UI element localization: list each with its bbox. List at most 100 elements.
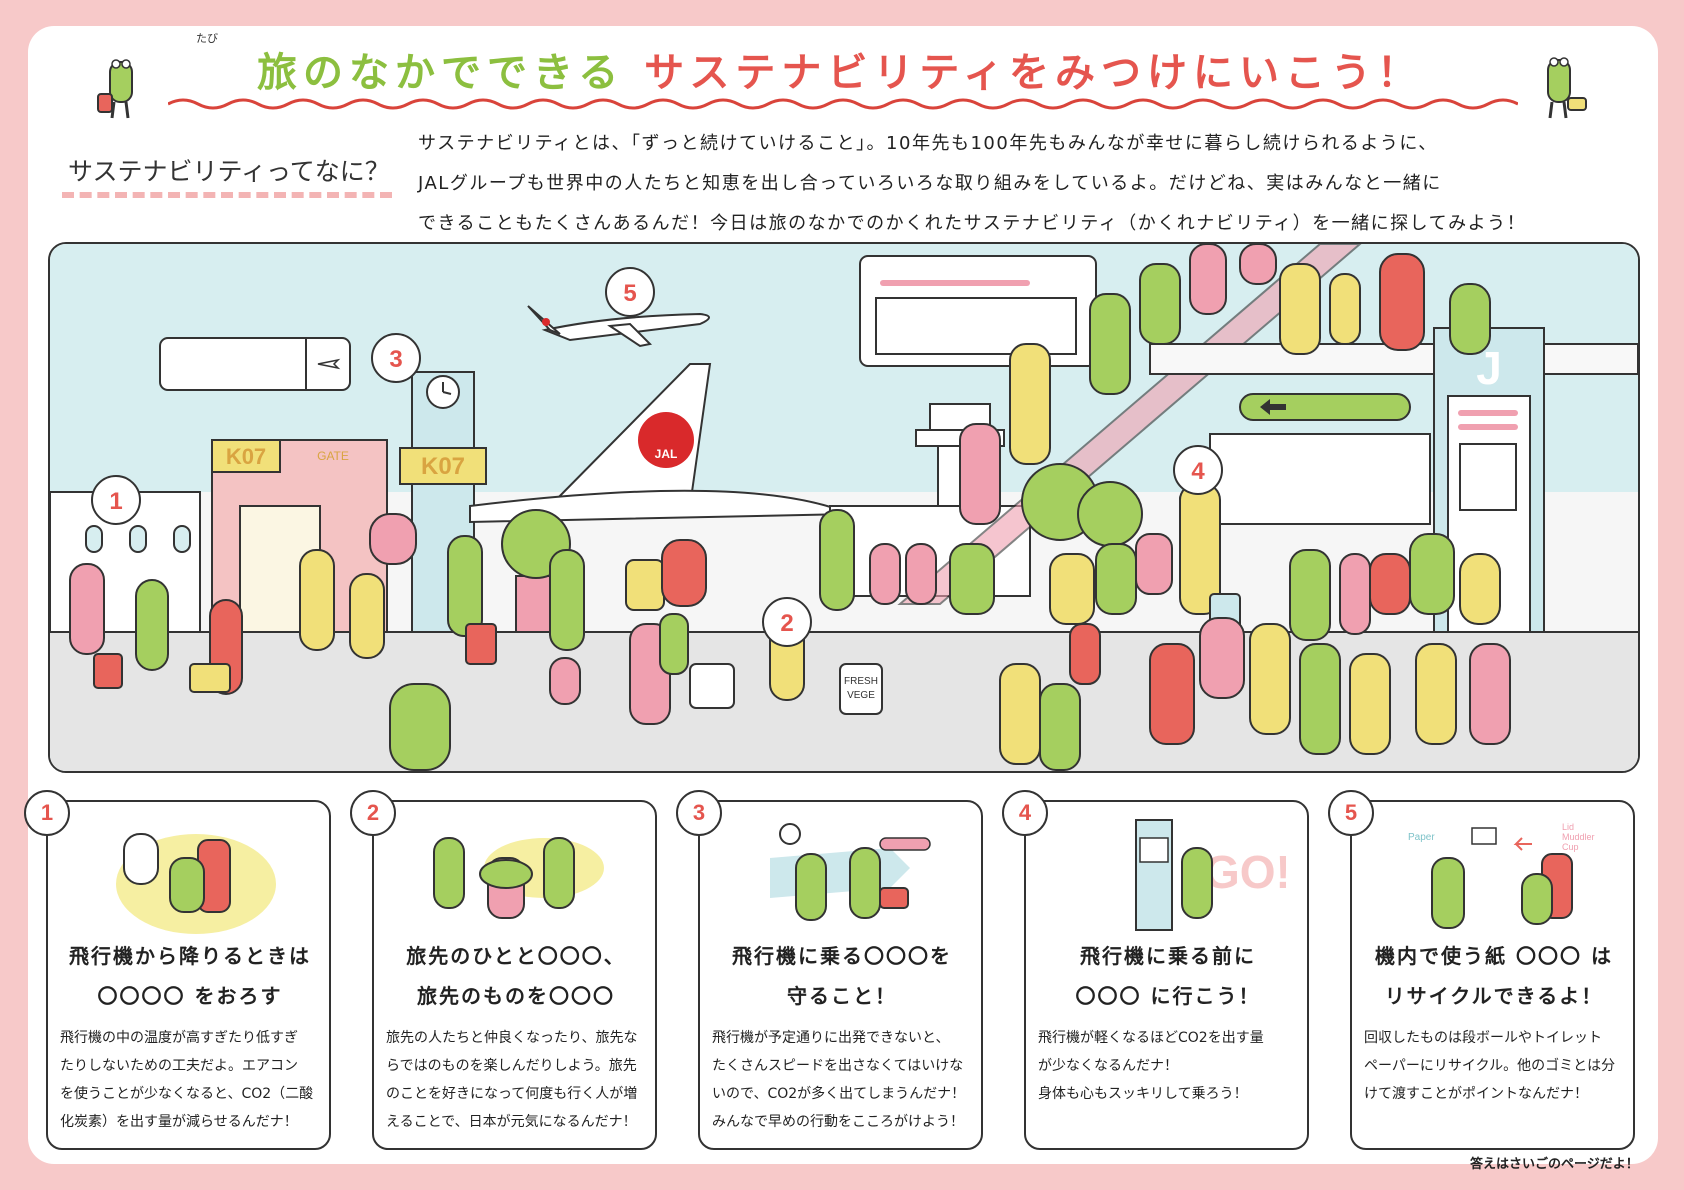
card-number-badge: 1 [24, 790, 70, 836]
card-body-line: 旅先の人たちと仲良くなったり、旅先な [386, 1030, 638, 1046]
scene-marker-3[interactable]: 3 [371, 333, 421, 383]
card-body-line: 飛行機が軽くなるほどCO2を出す量 [1038, 1030, 1264, 1046]
question-heading: サステナビリティってなに？ [68, 157, 390, 186]
card-body: 飛行機が予定通りに出発できないと、 たくさんスピードを出さなくてはいけな いので… [712, 1024, 978, 1136]
clock-icon [779, 823, 801, 845]
svg-text:GO!: GO! [1204, 846, 1286, 898]
palm-tree [1021, 463, 1143, 547]
card-body: 回収したものは段ボールやトイレット ペーパーにリサイクル。他のゴミとは分 けて渡… [1364, 1024, 1630, 1108]
card-body-line: が少なくなるんだナ！ [1038, 1058, 1178, 1074]
scene-marker-2[interactable]: 2 [762, 597, 812, 647]
card-heading-line: 飛行機に乗る前に [1080, 944, 1256, 968]
travelers-crowd [69, 244, 1511, 771]
airport-scene: K07 GATE K07 JAL [48, 242, 1640, 773]
card-body-line: みんなで早めの行動をこころがけよう！ [712, 1114, 964, 1130]
card-heading: 飛行機に乗る〇〇〇を 守ること！ [708, 936, 976, 1016]
illus-label-paper: Paper [1408, 832, 1435, 843]
hint-card-2: 2 旅先のひとと〇〇〇、 旅先のものを〇〇〇 旅先の人たちと仲良くなったり、旅先… [350, 790, 657, 1150]
hint-card-3: 3 飛行機に乗る〇〇〇を 守ること！ 飛行機が予定通りに出発できないと、 たくさ… [676, 790, 983, 1150]
page-title-part1: 旅のなかでできる [257, 50, 625, 96]
hint-card-4: 4 GO! 飛行機に乗る前に 〇〇〇 に行こう！ 飛行機が軽くなるほどCO2を出… [1002, 790, 1309, 1150]
restroom-sign-icon [1139, 837, 1169, 863]
paper-recycling-illustration: Paper Lid Muddler Cup [1408, 822, 1595, 929]
card-body-line: たくさんスピードを出さなくてはいけな [712, 1058, 964, 1074]
card-body: 飛行機の中の温度が高すぎたり低すぎ たりしないための工夫だよ。エアコン を使うこ… [60, 1024, 326, 1136]
card-heading-line: 旅先のひとと〇〇〇、 [406, 944, 626, 968]
scene-marker-1[interactable]: 1 [91, 475, 141, 525]
friends-with-food-illustration [433, 837, 604, 919]
mascot-with-suitcase-right [1547, 57, 1587, 119]
jal-crane-logo [638, 412, 694, 468]
flying-airplane [527, 305, 710, 348]
card-heading-line: リサイクルできるよ！ [1384, 984, 1604, 1008]
scene-marker-4[interactable]: 4 [1173, 445, 1223, 495]
card-body-line: 飛行機が予定通りに出発できないと、 [712, 1030, 950, 1046]
jal-logo-text: JAL [655, 447, 678, 461]
hint-card-1: 1 飛行機から降りるときは 〇〇〇〇 をおろす 飛行機の中の温度が高すぎたり低す… [24, 790, 331, 1150]
title-ruby: たび [196, 32, 218, 45]
card-body-line: 回収したものは段ボールやトイレット [1364, 1030, 1602, 1046]
card-body-line: を使うことが少なくなると、CO2（二酸 [60, 1086, 314, 1102]
card-body: 旅先の人たちと仲良くなったり、旅先な らではのものを楽しんだりしよう。旅先 のこ… [386, 1024, 652, 1136]
bag-text-vege: VEGE [847, 690, 875, 701]
title-wave-underline [168, 98, 1518, 110]
restroom-visit-illustration: GO! [1135, 819, 1286, 931]
marker-number: 5 [623, 280, 636, 307]
card-heading: 飛行機に乗る前に 〇〇〇 に行こう！ [1034, 936, 1302, 1016]
window-shade-illustration [116, 833, 276, 934]
card-body-line: 身体も心もスッキリして乗ろう！ [1038, 1086, 1248, 1102]
card-body-line: けて渡すことがポイントなんだナ！ [1364, 1086, 1588, 1102]
card-body-line: たりしないための工夫だよ。エアコン [60, 1058, 298, 1074]
card-body-line: えることで、日本が元気になるんだナ！ [386, 1114, 637, 1130]
hurrying-travelers-illustration [770, 823, 931, 921]
scene-marker-5[interactable]: 5 [605, 267, 655, 317]
card-number-badge: 5 [1328, 790, 1374, 836]
card-heading-line: 飛行機に乗る〇〇〇を [732, 944, 952, 968]
illus-label-muddler: Muddler [1562, 832, 1595, 842]
intro-line: できることもたくさんあるんだ！今日は旅のなかでのかくれたサステナビリティ（かくれ… [418, 213, 1527, 234]
direction-sign [1239, 393, 1411, 421]
card-body-line: いので、CO2が多く出てしまうんだナ！ [712, 1086, 966, 1102]
airport-illustration: K07 GATE K07 JAL [50, 244, 1638, 771]
card-heading-line: 守ること！ [787, 984, 897, 1008]
hint-card-5: 5 Paper Lid Muddler Cup 機内で使う紙 〇〇〇 は リサイ… [1328, 790, 1635, 1150]
mascot-with-suitcase-left [97, 59, 133, 119]
card-number-badge: 2 [350, 790, 396, 836]
card-heading: 旅先のひとと〇〇〇、 旅先のものを〇〇〇 [382, 936, 650, 1016]
card-body-line: ペーパーにリサイクル。他のゴミとは分 [1364, 1058, 1616, 1074]
illus-label-lid: Lid [1562, 822, 1574, 832]
card-heading: 機内で使う紙 〇〇〇 は リサイクルできるよ！ [1360, 936, 1628, 1016]
marker-number: 4 [1191, 458, 1205, 485]
marker-number: 3 [389, 346, 402, 373]
card-heading-line: 飛行機から降りるときは [69, 944, 311, 968]
page-title-part2: サステナビリティをみつけにいこう！ [644, 50, 1423, 96]
arrow-left-icon [1260, 399, 1286, 415]
hint-cards: 1 飛行機から降りるときは 〇〇〇〇 をおろす 飛行機の中の温度が高すぎたり低す… [24, 790, 1638, 1150]
question-dash-underline [62, 192, 392, 198]
card-body-line: 化炭素）を出す量が減らせるんだナ！ [60, 1114, 298, 1130]
card-heading-line: 機内で使う紙 〇〇〇 は [1375, 944, 1613, 968]
card-body-line: のことを好きになって何度も行く人が増 [386, 1086, 638, 1102]
illus-label-cup: Cup [1562, 842, 1579, 852]
card-heading-line: 旅先のものを〇〇〇 [417, 984, 615, 1008]
card-heading-line: 〇〇〇 に行こう！ [1075, 984, 1261, 1008]
marker-number: 1 [109, 488, 122, 515]
gate-label-text: GATE [317, 449, 349, 463]
intro-line: サステナビリティとは、「ずっと続けていけること」。10年先も100年先もみんなが… [418, 133, 1438, 154]
card-heading-line: 〇〇〇〇 をおろす [97, 984, 283, 1008]
card-number-badge: 4 [1002, 790, 1048, 836]
intro-line: JALグループも世界中の人たちと知恵を出し合っていろいろな取り組みをしているよ。… [418, 173, 1442, 194]
answer-note: 答えはさいごのページだよ！ [1470, 1157, 1639, 1172]
flight-info-panel [159, 337, 351, 391]
gate-sign-text: K07 [226, 444, 266, 469]
card-body-line: 飛行機の中の温度が高すぎたり低すぎ [60, 1030, 298, 1046]
card-heading: 飛行機から降りるときは 〇〇〇〇 をおろす [56, 936, 324, 1016]
bag-text-fresh: FRESH [844, 676, 878, 687]
card-body-line: らではのものを楽しんだりしよう。旅先 [386, 1058, 637, 1074]
page-title: 旅のなかでできる サステナビリティをみつけにいこう！ [170, 40, 1510, 100]
gate-tower-sign-text: K07 [421, 453, 465, 480]
intro-text: サステナビリティとは、「ずっと続けていけること」。10年先も100年先もみんなが… [418, 124, 1638, 244]
card-body: 飛行機が軽くなるほどCO2を出す量 が少なくなるんだナ！ 身体も心もスッキリして… [1038, 1024, 1304, 1108]
marker-number: 2 [780, 610, 793, 637]
card-number-badge: 3 [676, 790, 722, 836]
